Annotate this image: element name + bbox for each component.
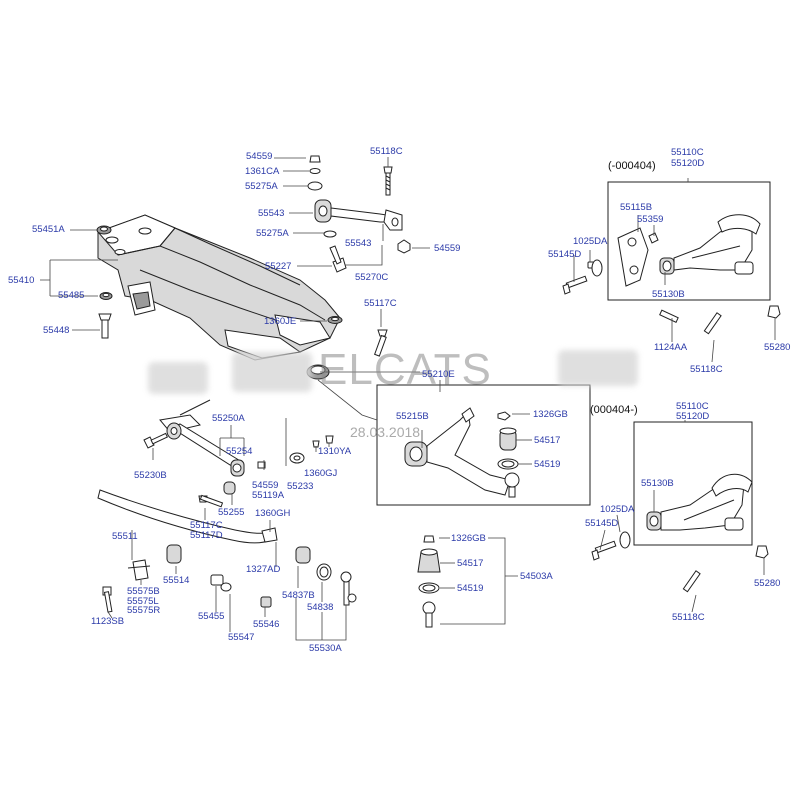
part-label[interactable]: 55110C: [671, 147, 704, 158]
part-label[interactable]: 55145D: [585, 518, 619, 529]
watermark-blur-left: [148, 362, 208, 394]
part-label[interactable]: 55280: [754, 578, 781, 589]
part-label[interactable]: 55118C: [690, 364, 723, 375]
part-label[interactable]: 54838: [307, 602, 334, 613]
range-note-late: (000404-): [590, 404, 638, 416]
part-label[interactable]: 55230B: [134, 470, 167, 481]
part-label[interactable]: 55448: [43, 325, 70, 336]
part-label[interactable]: 55130B: [652, 289, 685, 300]
part-label[interactable]: 55115B: [620, 202, 653, 213]
part-label[interactable]: 55547: [228, 632, 255, 643]
part-label[interactable]: 55543: [258, 208, 285, 219]
part-label[interactable]: 1360GH: [255, 508, 291, 519]
part-label[interactable]: 54519: [534, 459, 561, 470]
part-label[interactable]: 55118C: [370, 146, 403, 157]
part-label[interactable]: 55120D: [676, 411, 710, 422]
part-label[interactable]: 55485: [58, 290, 85, 301]
part-label[interactable]: 55410: [8, 275, 35, 286]
part-label[interactable]: 55117C: [190, 520, 223, 531]
part-label[interactable]: 55530A: [309, 643, 342, 654]
leader-lines: [40, 157, 776, 641]
part-label[interactable]: 55145D: [548, 249, 582, 260]
part-label[interactable]: 54559: [434, 243, 461, 254]
part-label[interactable]: 55250A: [212, 413, 245, 424]
part-label[interactable]: 55275A: [245, 181, 278, 192]
ball-joint-kit: [417, 535, 441, 628]
part-label[interactable]: 55575B: [127, 586, 160, 597]
toe-link-assembly: [307, 155, 411, 273]
part-label[interactable]: 55280: [764, 342, 791, 353]
part-label[interactable]: 55546: [253, 619, 280, 630]
part-label[interactable]: 54559: [246, 151, 273, 162]
part-label[interactable]: 55233: [287, 481, 314, 492]
part-label[interactable]: 55254: [226, 446, 253, 457]
part-label[interactable]: 55117C: [364, 298, 397, 309]
lower-arm-assembly: [317, 371, 591, 506]
part-label[interactable]: 55117D: [190, 530, 223, 541]
part-label[interactable]: 55210E: [422, 369, 455, 380]
part-label[interactable]: 1123SB: [91, 616, 125, 627]
watermark-text: ELCATS: [318, 345, 492, 394]
subframe-hardware: [96, 225, 388, 357]
part-label[interactable]: 1327AD: [246, 564, 281, 575]
part-label[interactable]: 55359: [637, 214, 664, 225]
watermark-blur-right: [558, 350, 638, 386]
upper-arm-early: [562, 181, 781, 335]
part-label[interactable]: 55511: [112, 531, 138, 542]
part-label[interactable]: 55119A: [252, 490, 285, 501]
part-label[interactable]: 54517: [534, 435, 561, 446]
part-label[interactable]: 55451A: [32, 224, 65, 235]
part-label[interactable]: 55270C: [355, 272, 389, 283]
subframe-crossmember: [97, 214, 341, 433]
stabilizer-bar-assembly: [97, 489, 357, 613]
part-label[interactable]: 55215B: [396, 411, 429, 422]
watermark-blur-mid: [232, 352, 312, 392]
part-label[interactable]: 55110C: [676, 401, 709, 412]
part-label[interactable]: 1326GB: [533, 409, 568, 420]
part-label[interactable]: 54517: [457, 558, 484, 569]
part-label[interactable]: 55130B: [641, 478, 674, 489]
part-label[interactable]: 1124AA: [654, 342, 688, 353]
part-label[interactable]: 55275A: [256, 228, 289, 239]
part-label[interactable]: 55543: [345, 238, 372, 249]
part-label[interactable]: 55455: [198, 611, 225, 622]
part-label[interactable]: 1025DA: [600, 504, 635, 515]
part-label[interactable]: 1361CA: [245, 166, 280, 177]
part-label[interactable]: 1360JE: [264, 316, 297, 327]
part-label[interactable]: 1326GB: [451, 533, 486, 544]
part-label[interactable]: 55575L: [127, 596, 159, 607]
part-label[interactable]: 54519: [457, 583, 484, 594]
part-label[interactable]: 55255: [218, 507, 245, 518]
part-label[interactable]: 1025DA: [573, 236, 608, 247]
part-label[interactable]: 54837B: [282, 590, 315, 601]
watermark-date: 28.03.2018: [350, 424, 421, 440]
part-label[interactable]: 54503A: [520, 571, 553, 582]
part-label[interactable]: 54559: [252, 480, 279, 491]
part-label[interactable]: 55514: [163, 575, 190, 586]
part-label[interactable]: 1310YA: [318, 446, 352, 457]
part-label[interactable]: 55120D: [671, 158, 705, 169]
part-label[interactable]: 55575R: [127, 605, 161, 616]
lateral-rod-assembly: [143, 422, 334, 508]
part-label[interactable]: 55118C: [672, 612, 705, 623]
range-note-early: (-000404): [608, 160, 656, 172]
part-label[interactable]: 55227: [265, 261, 292, 272]
upper-arm-late: [591, 421, 769, 593]
part-label[interactable]: 1360GJ: [304, 468, 338, 479]
